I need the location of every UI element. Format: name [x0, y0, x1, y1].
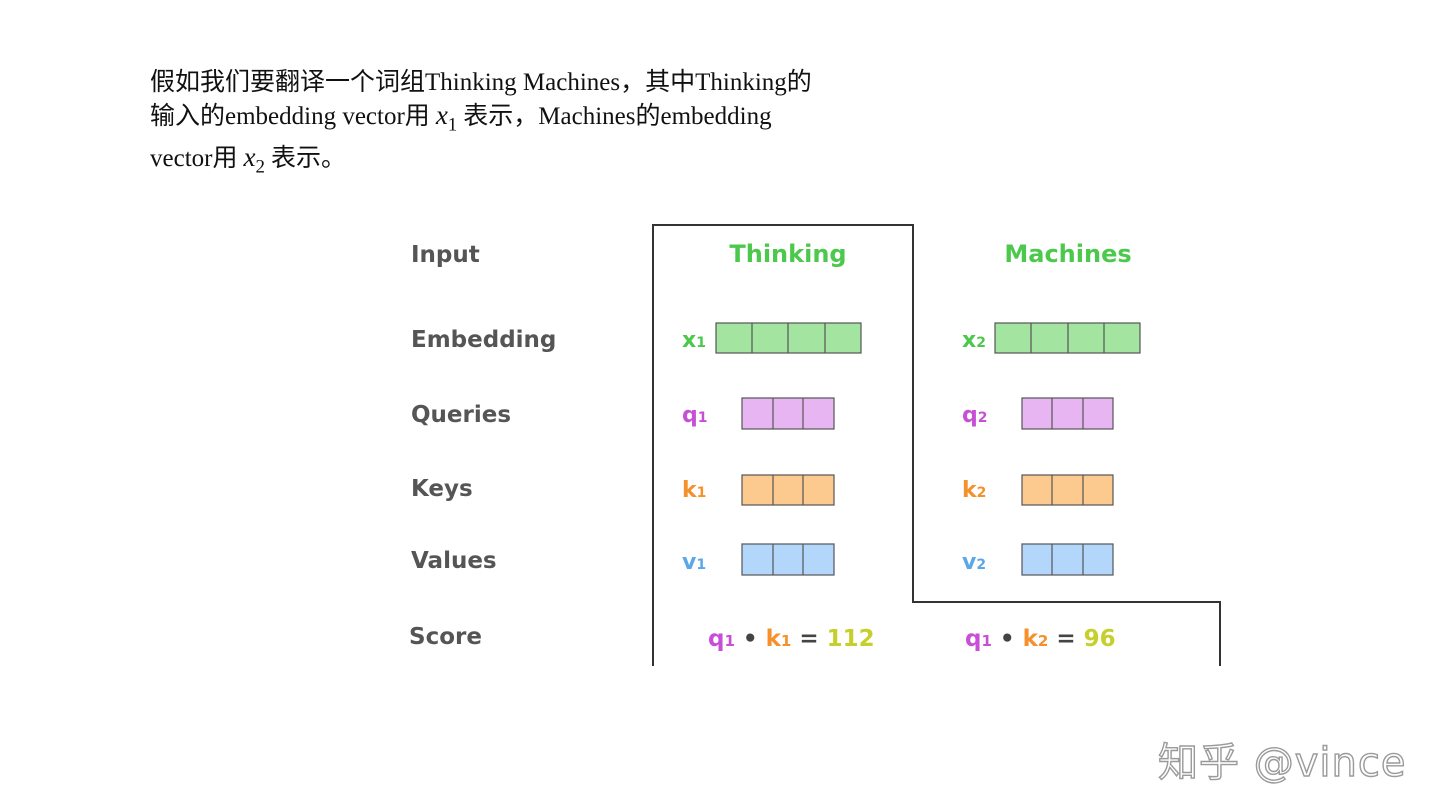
thinking-column-outline — [652, 224, 1221, 666]
intro-line-2-end: 表示，Machines的embedding — [463, 103, 772, 130]
zhihu-watermark: 知乎 @vince — [1157, 739, 1407, 786]
row-label-embedding: Embedding — [411, 327, 556, 353]
row-label-score: Score — [409, 624, 482, 650]
label-x1: x1 — [682, 328, 706, 353]
query-vector-q1 — [741, 397, 835, 430]
intro-line-3-start: vector用 — [150, 145, 238, 173]
embedding-vector-x1 — [715, 322, 862, 354]
row-label-values: Values — [411, 548, 497, 574]
key-vector-k2 — [1021, 474, 1114, 506]
row-label-queries: Queries — [411, 402, 511, 428]
label-x2: x2 — [962, 328, 986, 353]
value-vector-v2 — [1021, 543, 1114, 576]
label-q2: q2 — [962, 403, 988, 428]
label-k2: k2 — [962, 478, 986, 503]
math-x2: x2 — [243, 142, 265, 178]
label-v1: v1 — [682, 550, 706, 575]
word-machines: Machines — [1004, 240, 1131, 268]
label-k1: k1 — [682, 478, 706, 503]
intro-line-1: 假如我们要翻译一个词组Thinking Machines，其中Thinking的 — [150, 69, 812, 96]
row-label-keys: Keys — [411, 476, 473, 502]
embedding-vector-x2 — [994, 322, 1141, 354]
value-vector-v1 — [741, 543, 835, 576]
intro-line-3-end: 表示。 — [270, 145, 346, 173]
label-q1: q1 — [682, 403, 708, 428]
intro-line-2-start: 输入的embedding vector用 — [150, 103, 430, 130]
score-thinking: q1•k1=112 — [708, 626, 875, 652]
label-v2: v2 — [962, 550, 986, 575]
query-vector-q2 — [1021, 397, 1114, 430]
intro-paragraph: 假如我们要翻译一个词组Thinking Machines，其中Thinking的… — [150, 66, 870, 184]
math-x1: x1 — [435, 100, 458, 136]
row-label-input: Input — [411, 242, 480, 268]
key-vector-k1 — [741, 474, 835, 506]
word-thinking: Thinking — [729, 240, 846, 268]
score-machines: q1•k2=96 — [965, 626, 1116, 652]
